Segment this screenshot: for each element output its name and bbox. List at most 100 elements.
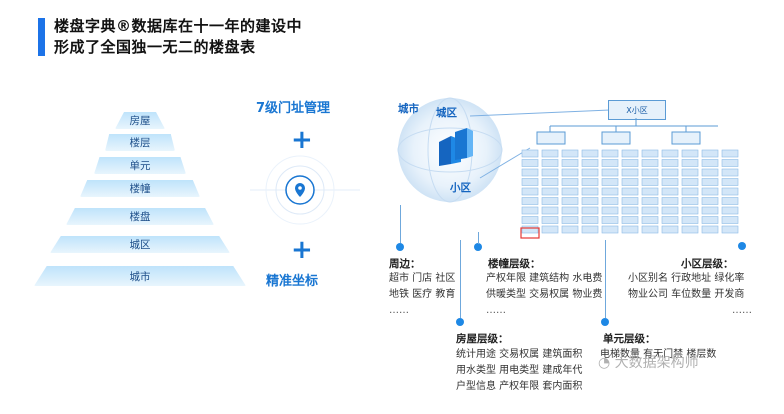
building-grid <box>520 118 739 239</box>
pyramid-tier-district: 城区 <box>50 236 230 253</box>
globe-city-label: 城市 <box>398 103 419 115</box>
grid-cell <box>681 197 699 205</box>
house-level-line-1: 统计用途 交易权属 建筑面积 <box>456 349 583 360</box>
grid-cell <box>641 187 659 196</box>
unit-level-line-1: 电梯数量 有无门禁 楼层数 <box>600 349 717 360</box>
title-line-2: 形成了全国独一无二的楼盘表 <box>54 38 256 56</box>
grid-cell <box>661 178 679 186</box>
grid-cell <box>681 159 699 167</box>
grid-cell <box>621 197 639 205</box>
grid-cell <box>541 149 559 158</box>
grid-cell <box>661 216 679 224</box>
grid-cell <box>681 168 699 177</box>
grid-cell <box>721 187 739 196</box>
grid-cell <box>721 149 739 158</box>
grid-cell <box>621 225 639 234</box>
grid-cell <box>701 225 719 234</box>
community-dot <box>738 242 746 250</box>
grid-cell <box>641 159 659 167</box>
grid-cell <box>621 168 639 177</box>
grid-cell <box>701 206 719 215</box>
surroundings-line <box>400 205 401 243</box>
surroundings-more: …… <box>389 305 409 316</box>
house-line <box>460 240 461 318</box>
building-dot <box>474 243 482 251</box>
house-dot <box>456 318 464 326</box>
grid-cell <box>681 225 699 234</box>
grid-cell <box>621 159 639 167</box>
plus-icon-2: + <box>291 235 313 265</box>
buildings-icon <box>439 128 473 166</box>
precise-coordinates-label: 精准坐标 <box>266 274 319 289</box>
grid-cell <box>601 216 619 224</box>
grid-cell <box>521 225 539 234</box>
grid-cell <box>661 206 679 215</box>
grid-cell <box>521 197 539 205</box>
grid-cell <box>701 168 719 177</box>
community-node: X小区 <box>608 100 666 120</box>
surroundings-line-2: 地铁 医疗 教育 <box>389 289 456 300</box>
grid-cell <box>701 159 719 167</box>
surroundings-line-1: 超市 门店 社区 <box>389 273 456 284</box>
surroundings-dot <box>396 243 404 251</box>
grid-cell <box>581 178 599 186</box>
grid-cell <box>721 216 739 224</box>
grid-cell <box>661 197 679 205</box>
house-level-line-2: 用水类型 用电类型 建成年代 <box>456 365 583 376</box>
globe-community-label: 小区 <box>450 182 471 194</box>
grid-cell <box>561 206 579 215</box>
community-level-line-2: 物业公司 车位数量 开发商 <box>628 289 745 300</box>
community-level-more: …… <box>732 305 752 316</box>
grid-cell <box>661 149 679 158</box>
grid-cell <box>541 178 559 186</box>
grid-cell <box>601 178 619 186</box>
pyramid-tier-house: 房屋 <box>115 112 165 129</box>
grid-cell <box>581 168 599 177</box>
community-level-title: 小区层级： <box>681 258 734 270</box>
grid-cell <box>541 197 559 205</box>
grid-cell <box>721 206 739 215</box>
wechat-icon: ◔ <box>598 355 615 371</box>
grid-cell <box>681 149 699 158</box>
grid-cell <box>561 178 579 186</box>
pyramid-tier-unit: 单元 <box>94 157 186 174</box>
house-level-title: 房屋层级： <box>456 333 509 345</box>
grid-cell <box>681 216 699 224</box>
address-levels-label: 7级门址管理 <box>256 101 331 116</box>
unit-level-title: 单元层级： <box>603 333 656 345</box>
grid-cell <box>701 149 719 158</box>
grid-cell <box>521 178 539 186</box>
grid-cell <box>701 178 719 186</box>
grid-cell <box>641 149 659 158</box>
grid-cell <box>721 159 739 167</box>
grid-cell <box>721 168 739 177</box>
building-level-line-2: 供暖类型 交易权属 物业费 <box>486 289 603 300</box>
grid-cell <box>641 225 659 234</box>
grid-cell <box>601 187 619 196</box>
plus-icon: + <box>291 125 313 155</box>
watermark: ◔ 大数据架构师 <box>598 355 699 371</box>
grid-cell <box>621 187 639 196</box>
grid-cell <box>701 187 719 196</box>
grid-cell <box>521 206 539 215</box>
grid-cell <box>581 206 599 215</box>
building-line <box>478 232 479 244</box>
grid-cell <box>561 197 579 205</box>
title-line-1: 楼盘字典®数据库在十一年的建设中 <box>54 17 303 35</box>
grid-cell <box>641 197 659 205</box>
grid-cell <box>601 206 619 215</box>
grid-cell <box>621 216 639 224</box>
grid-cell <box>561 168 579 177</box>
grid-cell <box>601 168 619 177</box>
grid-cell <box>541 159 559 167</box>
pyramid-tier-floor: 楼层 <box>105 134 175 151</box>
grid-cell <box>621 178 639 186</box>
surroundings-title: 周边： <box>389 258 421 270</box>
building-level-title: 楼幢层级： <box>488 258 541 270</box>
building-level-more: …… <box>486 305 506 316</box>
pyramid-tier-city: 城市 <box>34 266 246 286</box>
grid-cell <box>581 216 599 224</box>
page-title: 楼盘字典®数据库在十一年的建设中 形成了全国独一无二的楼盘表 <box>54 16 302 58</box>
grid-cell <box>541 187 559 196</box>
grid-cell <box>661 187 679 196</box>
